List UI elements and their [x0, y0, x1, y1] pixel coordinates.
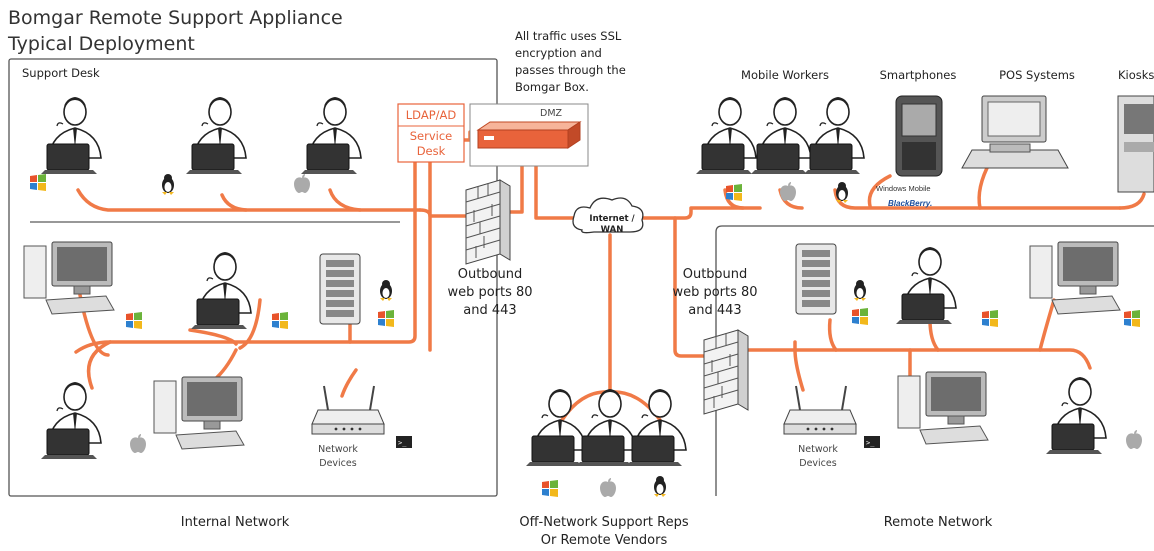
- ldap-service-desk-box: LDAP/AD Service Desk: [397, 103, 465, 163]
- remote-network-caption: Remote Network: [884, 515, 993, 530]
- remote-network-devices-line1: Network: [798, 444, 838, 455]
- internal-user-windows: [190, 251, 252, 330]
- terminal-icon: [396, 436, 412, 448]
- kiosks-label: Kiosks: [1118, 68, 1154, 82]
- service-desk-label-line2: Desk: [417, 144, 446, 158]
- internal-network-caption: Internal Network: [181, 515, 290, 530]
- mobile-workers-label: Mobile Workers: [741, 68, 829, 82]
- windows-logo-icon: [542, 480, 558, 497]
- windows-logo-icon: [30, 174, 46, 191]
- ssl-note-line3: passes through the: [515, 63, 626, 77]
- cloud-label-line2: WAN: [601, 225, 624, 235]
- kiosk: [1117, 95, 1154, 193]
- ssl-note-line4: Bomgar Box.: [515, 80, 589, 94]
- left-firewall-label-line3: and 443: [463, 303, 516, 318]
- apple-logo-icon: [1126, 430, 1142, 449]
- smartphone: [895, 95, 943, 177]
- support-desk-label: Support Desk: [22, 66, 100, 80]
- cloud-label-line1: Internet /: [589, 214, 635, 224]
- network-wires: [74, 130, 1146, 422]
- internal-server: [319, 253, 361, 325]
- terminal-icon: [864, 436, 880, 448]
- diagram-title-line1: Bomgar Remote Support Appliance: [8, 7, 343, 29]
- mobile-worker-windows: [695, 96, 757, 175]
- windows-logo-icon: [982, 310, 998, 327]
- windows-logo-icon: [272, 312, 288, 329]
- mobile-worker-mac: [750, 96, 812, 175]
- support-rep-mac: [300, 96, 362, 175]
- off-network-rep-windows: [525, 388, 587, 467]
- windows-mobile-brand: Windows Mobile: [876, 184, 931, 193]
- dmz-box: DMZ: [469, 103, 589, 167]
- remote-desktop-2: [897, 371, 989, 445]
- apple-logo-icon: [780, 182, 796, 201]
- ssl-note-line1: All traffic uses SSL: [515, 29, 622, 43]
- remote-network-panel: [715, 225, 1154, 496]
- windows-logo-icon: [1124, 310, 1140, 327]
- remote-desktop-1: [1029, 241, 1121, 315]
- apple-logo-icon: [294, 174, 310, 193]
- diagram-title-line2: Typical Deployment: [7, 33, 195, 55]
- remote-router: [783, 385, 857, 435]
- support-rep-windows: [40, 96, 102, 175]
- remote-server: [795, 243, 837, 315]
- pos-systems-label: POS Systems: [999, 68, 1075, 82]
- internal-router: [311, 385, 385, 435]
- linux-penguin-icon: [854, 280, 866, 301]
- mobile-worker-linux: [803, 96, 865, 175]
- pos-terminal: [961, 95, 1069, 169]
- off-network-rep-linux: [625, 388, 687, 467]
- off-network-rep-mac: [575, 388, 637, 467]
- remote-network-devices-line2: Devices: [799, 458, 836, 469]
- off-network-caption-line1: Off-Network Support Reps: [519, 515, 689, 530]
- windows-logo-icon: [726, 184, 742, 201]
- left-firewall: [465, 179, 511, 265]
- windows-logo-icon: [378, 310, 394, 327]
- linux-penguin-icon: [162, 174, 174, 195]
- left-firewall-label-line2: web ports 80: [447, 285, 532, 300]
- internal-network-devices-line1: Network: [318, 444, 358, 455]
- remote-user-windows: [895, 246, 957, 325]
- off-network-caption-line2: Or Remote Vendors: [541, 533, 668, 548]
- smartphones-label: Smartphones: [880, 68, 957, 82]
- left-firewall-label-line1: Outbound: [458, 267, 523, 282]
- blackberry-brand: BlackBerry.: [888, 199, 932, 208]
- linux-penguin-icon: [654, 476, 666, 497]
- ldap-label: LDAP/AD: [406, 108, 457, 122]
- internal-desktop-2: [153, 376, 245, 450]
- dmz-label: DMZ: [540, 108, 563, 119]
- support-rep-linux: [185, 96, 247, 175]
- windows-logo-icon: [126, 312, 142, 329]
- right-firewall-label-line2: web ports 80: [672, 285, 757, 300]
- ssl-note-line2: encryption and: [515, 46, 602, 60]
- windows-logo-icon: [852, 308, 868, 325]
- right-firewall: [703, 329, 749, 415]
- internal-network-panel: [8, 58, 498, 497]
- right-firewall-label-line3: and 443: [688, 303, 741, 318]
- right-firewall-label-line1: Outbound: [683, 267, 748, 282]
- internal-network-devices-line2: Devices: [319, 458, 356, 469]
- remote-user-mac: [1045, 376, 1107, 455]
- internal-user-mac: [40, 381, 102, 460]
- apple-logo-icon: [600, 478, 616, 497]
- linux-penguin-icon: [380, 280, 392, 301]
- apple-logo-icon: [130, 434, 146, 453]
- internal-desktop-1: [23, 241, 115, 315]
- service-desk-label-line1: Service: [410, 129, 453, 143]
